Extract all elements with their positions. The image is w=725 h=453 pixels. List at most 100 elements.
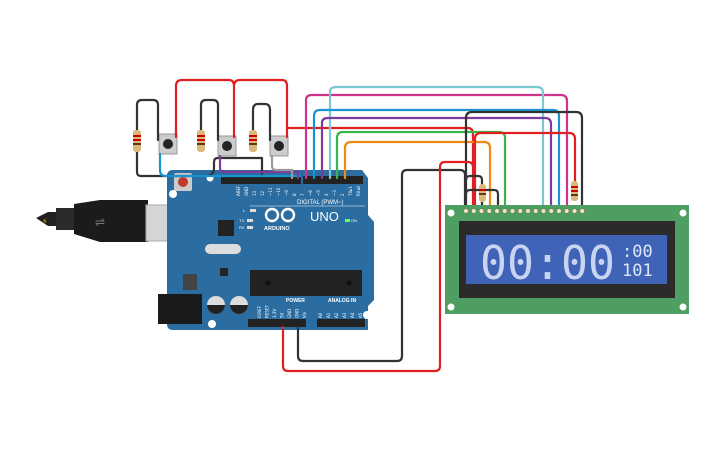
digital-pin-label: ~3 [332, 190, 337, 196]
pushbutton-3[interactable] [269, 135, 289, 157]
digital-pin-label: ~11 [268, 187, 273, 196]
resistor-backlight[interactable] [571, 181, 578, 201]
lcd-pin[interactable] [471, 208, 477, 214]
lcd-pin[interactable] [463, 208, 469, 214]
digital-label: DIGITAL (PWM~) [297, 200, 344, 206]
power-jack [158, 294, 202, 324]
lcd-big-time: 00:00 [480, 236, 615, 290]
digital-pin-label: ~5 [316, 190, 321, 196]
pushbutton-2[interactable] [217, 135, 237, 157]
wire-purple-button2 [218, 154, 300, 180]
digital-header-high [221, 176, 301, 184]
analog-header [317, 319, 365, 327]
digital-pin-label: 12 [260, 190, 265, 196]
wire-gray-button3 [270, 154, 294, 180]
led-rx-label: RX [239, 225, 245, 230]
digital-pin-label: 8 [292, 193, 297, 196]
wire-orange-d2 [343, 140, 492, 210]
lcd-pin[interactable] [509, 208, 516, 214]
digital-pin-label: GND [244, 187, 249, 196]
digital-pin-label: 4 [324, 193, 329, 196]
lcd-pin[interactable] [548, 208, 554, 214]
power-pin-label: 3.3V [272, 309, 277, 318]
digital-pin-label: ~10 [276, 187, 281, 196]
lcd-pin[interactable] [540, 208, 547, 214]
power-pin-label: GND [287, 309, 292, 318]
digital-pin-label: 7 [300, 193, 305, 196]
arduino-logo [264, 207, 296, 223]
wire-green-d3 [335, 130, 507, 210]
wire-black-lcd-top [464, 110, 584, 210]
power-pin-label: Vin [302, 311, 307, 318]
analog-pin-label: A1 [326, 312, 331, 318]
lcd-line2-value: 101 [622, 261, 653, 281]
lcd-screen [466, 235, 667, 284]
resistor-contrast[interactable] [479, 184, 486, 202]
lcd-pin[interactable] [556, 208, 562, 214]
uno-label: UNO [310, 209, 339, 224]
lcd-pin[interactable] [517, 208, 523, 214]
power-label: POWER [286, 298, 305, 304]
wire-red-top [285, 126, 475, 210]
power-pin-label: IOREF [257, 305, 262, 318]
wire-red-5v-buttons [174, 78, 289, 139]
resistor-3[interactable] [249, 130, 257, 152]
resistor-1[interactable] [133, 130, 141, 152]
wire-red-backlight [473, 131, 577, 210]
analog-pin-label: A4 [350, 312, 355, 318]
lcd-16x2[interactable]: 00:00 :00 101 [445, 205, 689, 314]
arduino-uno-board[interactable]: DIGITAL (PWM~) UNO ARDUINO ON L TX RX PO… [158, 170, 374, 330]
pushbutton-1[interactable] [158, 133, 178, 155]
wire-black-gnd [296, 168, 467, 363]
analog-pin-label: A2 [334, 312, 339, 318]
lightning-icon: ⚡ [42, 217, 48, 226]
power-pin-label: 5V [280, 312, 285, 318]
wire-black-gnd-resistors [135, 148, 264, 178]
wire-red-5v [281, 160, 475, 373]
wire-black-resistor1 [135, 98, 160, 142]
wire-blue-button1 [158, 152, 302, 178]
led-tx-label: TX [239, 218, 244, 223]
power-pin-label: GND [295, 309, 300, 318]
on-led-label: ON [351, 218, 357, 223]
lcd-pins [463, 208, 585, 214]
arduino-brand: ARDUINO [264, 226, 290, 232]
digital-pin-label: AREF [236, 185, 241, 196]
usb-icon: ⇌ [95, 215, 105, 229]
power-pin-label: RESET [265, 305, 270, 318]
lcd-pin[interactable] [571, 208, 578, 214]
lcd-pin[interactable] [579, 208, 585, 214]
lcd-pin[interactable] [486, 208, 492, 214]
wire-blue-d6 [312, 108, 561, 210]
digital-pin-label: TX▸1 [348, 186, 353, 197]
wire-purple-d5 [320, 116, 553, 210]
resistor-2[interactable] [197, 130, 205, 152]
digital-pin-label: 2 [340, 193, 345, 196]
led-l-label: L [243, 208, 246, 213]
crystal [205, 244, 241, 254]
lcd-line1-seconds: :00 [622, 242, 653, 262]
wire-black-resistor3 [251, 102, 272, 142]
lcd-pin[interactable] [525, 208, 531, 214]
wire-lightblue-d4 [328, 85, 545, 210]
digital-pin-label: RX◂0 [356, 185, 361, 196]
lcd-pin[interactable] [478, 208, 485, 214]
lcd-pin[interactable] [502, 208, 508, 214]
digital-pin-label: 13 [252, 190, 257, 196]
analog-pin-label: A0 [318, 312, 323, 318]
wire-black-resistor2 [199, 98, 220, 142]
usb-chip [218, 220, 234, 236]
wire-magenta-d7 [304, 93, 569, 210]
lcd-pin[interactable] [564, 208, 570, 214]
lcd-pin[interactable] [533, 208, 539, 214]
digital-pin-label: ~6 [308, 190, 313, 196]
power-header [248, 319, 306, 327]
wires [135, 78, 584, 373]
digital-header-low [303, 176, 363, 184]
analog-label: ANALOG IN [328, 298, 356, 304]
lcd-pin[interactable] [494, 208, 500, 214]
digital-pin-label: ~9 [284, 190, 289, 196]
analog-pin-label: A5 [358, 312, 363, 318]
analog-pin-label: A3 [342, 312, 347, 318]
